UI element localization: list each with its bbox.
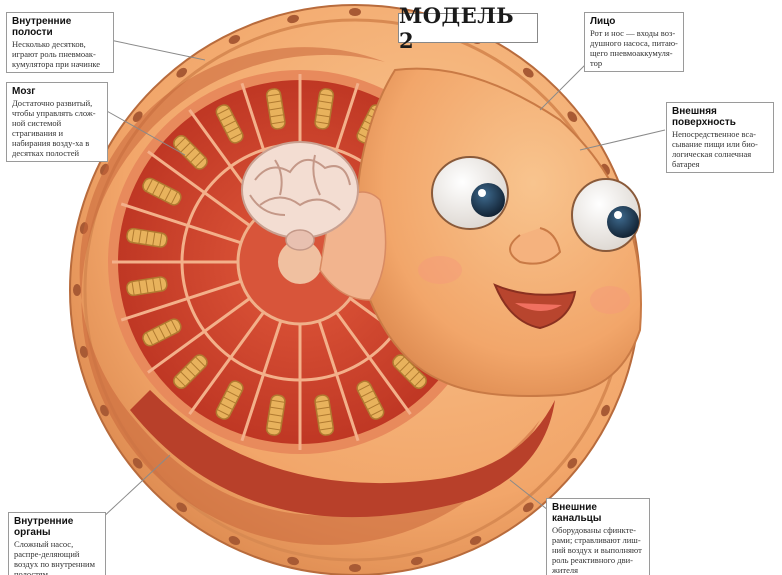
tube-icon xyxy=(314,394,335,436)
tube-icon xyxy=(265,88,286,130)
label-brain: Мозг Достаточно развитый, чтобы управлят… xyxy=(6,82,108,162)
rim-channel-dot xyxy=(287,14,300,24)
rim-channel-dot xyxy=(601,404,610,417)
label-surface-desc: Непосредственное вса-сывание пищи или би… xyxy=(672,129,758,169)
rim-channel-dot xyxy=(567,457,578,469)
rim-channel-dot xyxy=(567,111,578,123)
tube-icon xyxy=(314,88,335,130)
tube-icon xyxy=(142,177,182,206)
eye-icon xyxy=(431,156,509,230)
tube-icon xyxy=(392,354,427,389)
segment-divider xyxy=(118,279,242,323)
rim-channel-dot xyxy=(73,284,81,296)
label-brain-desc: Достаточно развитый, чтобы управлять сло… xyxy=(12,98,96,158)
tube-icon xyxy=(173,135,208,170)
central-core xyxy=(278,240,322,284)
tube-icon xyxy=(126,227,168,248)
label-organs-title: Внутренние органы xyxy=(14,516,74,538)
tube-icon xyxy=(215,380,244,420)
segment-divider xyxy=(145,297,251,375)
label-surface-title: Внешняя поверхность xyxy=(672,106,736,128)
tube-icon xyxy=(215,104,244,144)
label-cavities-title: Внутренние полости xyxy=(12,16,72,38)
label-brain-title: Мозг xyxy=(12,86,36,97)
muscle-band xyxy=(130,390,555,518)
nose xyxy=(509,227,562,265)
tube-icon xyxy=(265,394,286,436)
label-channels-title: Внешние канальцы xyxy=(552,502,602,524)
label-organs-desc: Сложный насос, распре-деляющий воздух по… xyxy=(14,539,95,575)
label-channels: Внешние канальцы Оборудованы сфинкте-рам… xyxy=(546,498,650,575)
segment-divider xyxy=(118,201,242,245)
rim-channel-dot xyxy=(410,556,423,566)
rim-channel-dot xyxy=(176,502,188,513)
tube-icon xyxy=(356,380,385,420)
rim-channel-dot xyxy=(522,502,534,513)
tube-icon xyxy=(126,276,168,297)
brain-icon xyxy=(241,141,359,251)
rim-channel-dot xyxy=(79,345,89,358)
rim-channel-dot xyxy=(132,457,143,469)
label-face-title: Лицо xyxy=(590,16,616,27)
rim-channel-dot xyxy=(522,67,534,78)
label-face: Лицо Рот и нос — входы воз-душного насос… xyxy=(584,12,684,72)
segment-divider xyxy=(335,311,413,417)
label-organs: Внутренние органы Сложный насос, распре-… xyxy=(8,512,106,575)
rim-channel-dot xyxy=(228,35,241,44)
rim-channel-dot xyxy=(469,536,482,545)
label-surface: Внешняя поверхность Непосредственное вса… xyxy=(666,102,774,173)
rim-channel-dot xyxy=(349,8,361,16)
segment-divider xyxy=(317,320,361,444)
segment-divider xyxy=(239,320,283,444)
rim-channel-dot xyxy=(287,556,300,566)
label-cavities-desc: Несколько десятков, играют роль пневмоак… xyxy=(12,39,101,69)
segment-divider xyxy=(145,149,251,227)
label-channels-desc: Оборудованы сфинкте-рами; стравливают ли… xyxy=(552,525,642,575)
segment-divider xyxy=(187,311,265,417)
page-title: МОДЕЛЬ 2 xyxy=(398,3,538,53)
tube-icon xyxy=(173,354,208,389)
label-cavities: Внутренние полости Несколько десятков, и… xyxy=(6,12,114,73)
rim-channel-dot xyxy=(349,564,361,572)
label-face-desc: Рот и нос — входы воз-душного насоса, пи… xyxy=(590,28,678,68)
eye-icon-right xyxy=(571,178,641,252)
tube-icon xyxy=(142,318,182,347)
rim-channel-dot xyxy=(176,67,188,78)
rim-channel-dot xyxy=(228,536,241,545)
